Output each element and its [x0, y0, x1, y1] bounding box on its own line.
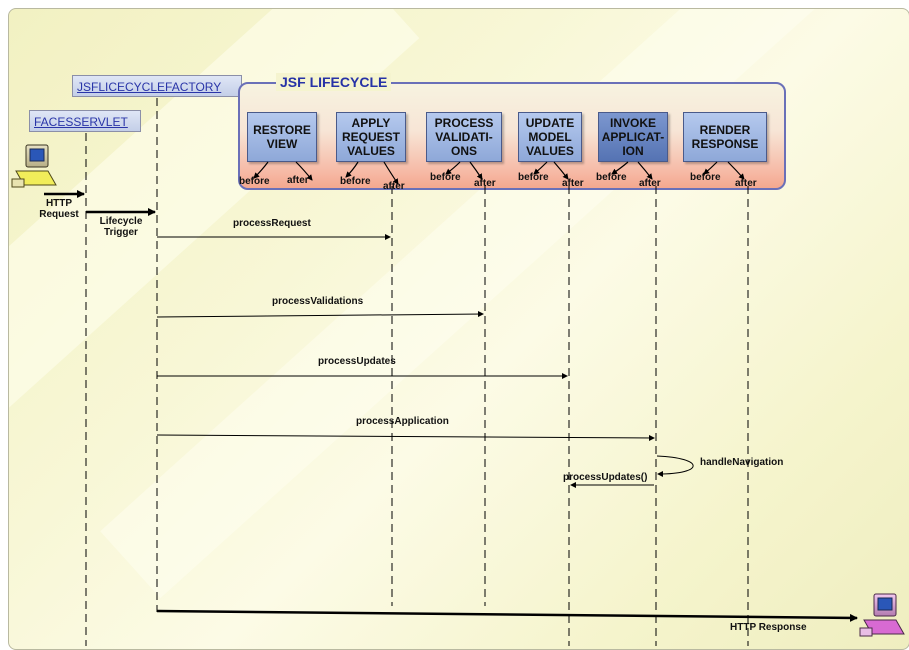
process-updates-label: processUpdates — [318, 356, 396, 367]
process-request-label: processRequest — [233, 218, 311, 229]
phase-after-label: after — [735, 178, 757, 189]
lifecycle-trigger-label: Lifecycle Trigger — [95, 216, 147, 238]
phase-restore-view: RESTORE VIEW — [247, 112, 317, 162]
servlet-header: FACESSERVLET — [29, 110, 141, 132]
process-validations-label: processValidations — [272, 296, 364, 307]
phase-after-label: after — [287, 175, 309, 186]
phase-render-response: RENDER RESPONSE — [683, 112, 767, 162]
phase-before-label: before — [596, 172, 627, 183]
phase-before-label: before — [430, 172, 461, 183]
phase-before-label: before — [340, 176, 371, 187]
phase-after-label: after — [383, 181, 405, 192]
http-request-line1: HTTP — [45, 198, 73, 209]
handle-navigation-label: handleNavigation — [700, 457, 784, 468]
lifecycle-trigger-line1: Lifecycle — [99, 216, 143, 227]
phase-after-label: after — [639, 178, 661, 189]
lifecycle-title: JSF LIFECYCLE — [276, 73, 392, 91]
phase-before-label: before — [239, 176, 270, 187]
phase-before-label: before — [690, 172, 721, 183]
computer-terminal-icon — [11, 144, 57, 188]
http-response-label: HTTP Response — [730, 622, 807, 633]
phase-before-label: before — [518, 172, 549, 183]
phase-process-validations: PROCESS VALIDATI- ONS — [426, 112, 502, 162]
phase-invoke-application: INVOKE APPLICAT- ION — [598, 112, 668, 162]
process-application-label: processApplication — [356, 416, 449, 427]
phase-after-label: after — [474, 178, 496, 189]
factory-header: JSFLICECYCLEFACTORY — [72, 75, 242, 97]
http-request-label: HTTP Request — [34, 198, 84, 220]
phase-update-model-values: UPDATE MODEL VALUES — [518, 112, 582, 162]
process-updates-call-label: processUpdates() — [563, 472, 648, 483]
http-request-line2: Request — [39, 209, 79, 220]
phase-after-label: after — [562, 178, 584, 189]
phase-apply-request-values: APPLY REQUEST VALUES — [336, 112, 406, 162]
lifecycle-trigger-line2: Trigger — [104, 227, 138, 238]
computer-terminal-icon — [859, 593, 905, 637]
